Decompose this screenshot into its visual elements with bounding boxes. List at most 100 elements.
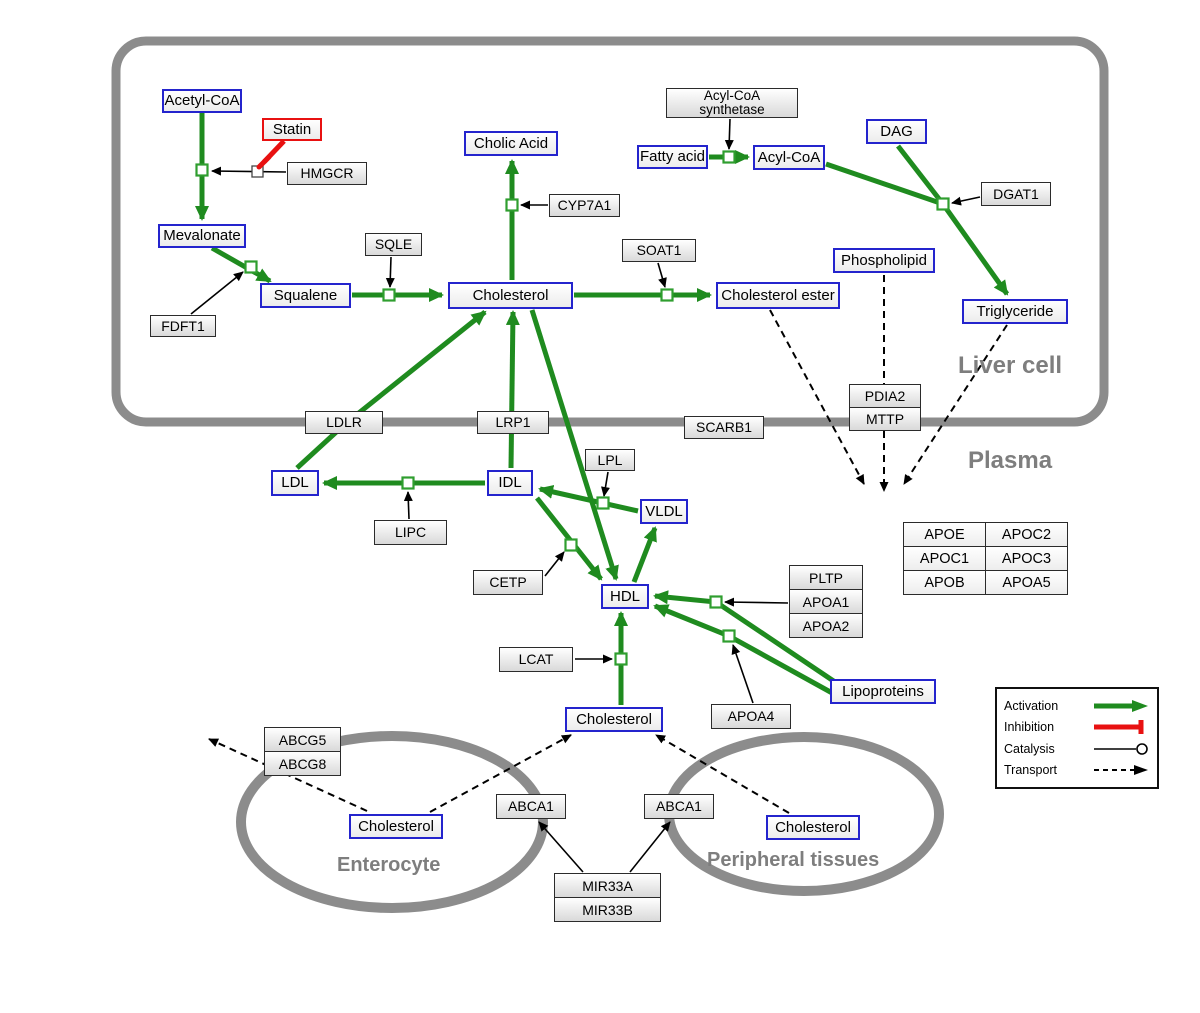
transport-cholesterolester-to-plasma: [769, 309, 865, 485]
acyl-coa-synthetase-line2: synthetase: [699, 102, 765, 117]
node-phospholipid[interactable]: Phospholipid: [833, 248, 935, 273]
node-mttp[interactable]: MTTP: [849, 407, 921, 431]
node-vldl[interactable]: VLDL: [640, 499, 688, 524]
reaction-node-cetp: [564, 538, 578, 552]
edge-acylcoa-to-dgat1-node: [825, 161, 944, 207]
node-apoe[interactable]: APOE: [903, 522, 986, 547]
inhibition-tbar-icon: [1094, 720, 1144, 735]
node-fdft1[interactable]: FDFT1: [150, 315, 216, 337]
legend-row-transport: Transport: [1004, 762, 1150, 778]
node-lcat[interactable]: LCAT: [499, 647, 573, 672]
reaction-node-dgat1: [936, 197, 950, 211]
plasma-label: Plasma: [968, 447, 1053, 474]
node-abca1-enterocyte[interactable]: ABCA1: [496, 794, 566, 819]
node-apoa2[interactable]: APOA2: [789, 613, 863, 638]
catalysis-fdft1: [190, 271, 244, 315]
node-lipoproteins[interactable]: Lipoproteins: [830, 679, 936, 704]
catalysis-apoa4: [731, 644, 754, 704]
edge-idl-via-lrp1-to-cholesterol: [505, 310, 520, 469]
node-ldlr[interactable]: LDLR: [305, 411, 383, 434]
node-cholesterol-ester[interactable]: Cholesterol ester: [716, 282, 840, 309]
node-apoc3[interactable]: APOC3: [985, 546, 1068, 571]
node-pdia2[interactable]: PDIA2: [849, 384, 921, 408]
legend-activation-label: Activation: [1004, 698, 1059, 713]
node-lipc[interactable]: LIPC: [374, 520, 447, 545]
edge-cholesterol-to-hdl: [529, 309, 619, 581]
node-abcg8[interactable]: ABCG8: [264, 751, 341, 776]
catalysis-mir33-abca1-right: [629, 821, 671, 873]
edge-hdl-to-vldl: [631, 526, 658, 583]
node-triglyceride[interactable]: Triglyceride: [962, 299, 1068, 324]
node-lrp1[interactable]: LRP1: [477, 411, 549, 434]
node-pdia2-mttp-stack: PDIA2 MTTP: [849, 384, 921, 431]
node-apoa1[interactable]: APOA1: [789, 589, 863, 614]
node-pltp[interactable]: PLTP: [789, 565, 863, 590]
node-cholesterol-peripheral[interactable]: Cholesterol: [766, 815, 860, 840]
node-cholesterol-plasma[interactable]: Cholesterol: [565, 707, 663, 732]
node-apoa5[interactable]: APOA5: [985, 570, 1068, 595]
node-squalene[interactable]: Squalene: [260, 283, 351, 308]
legend: Activation Inhibition Catalysis Transpor…: [995, 687, 1159, 789]
node-acyl-coa[interactable]: Acyl-CoA: [753, 145, 825, 170]
reaction-node-lcat: [614, 652, 628, 666]
node-dag[interactable]: DAG: [866, 119, 927, 144]
reaction-node-fdft1: [244, 260, 258, 274]
transport-triglyceride-to-plasma: [903, 324, 1008, 485]
node-apoc2[interactable]: APOC2: [985, 522, 1068, 547]
catalysis-lipc: [403, 491, 413, 520]
node-dgat1[interactable]: DGAT1: [981, 182, 1051, 206]
catalysis-dgat1: [951, 196, 981, 206]
node-cyp7a1[interactable]: CYP7A1: [549, 194, 620, 217]
node-acyl-coa-synthetase[interactable]: Acyl-CoA synthetase: [666, 88, 798, 118]
node-lpl[interactable]: LPL: [585, 449, 635, 471]
catalysis-sqle: [385, 256, 395, 288]
node-fatty-acid[interactable]: Fatty acid: [637, 145, 708, 169]
node-soat1[interactable]: SOAT1: [622, 239, 696, 262]
reaction-node-lpl: [596, 496, 610, 510]
legend-row-catalysis: Catalysis: [1004, 741, 1150, 757]
reaction-node-cyp7a1: [505, 198, 519, 212]
legend-row-inhibition: Inhibition: [1004, 719, 1150, 735]
transport-peripheral-cholesterol-to-plasma: [655, 734, 790, 814]
node-hmgcr[interactable]: HMGCR: [287, 162, 367, 185]
node-statin[interactable]: Statin: [262, 118, 322, 141]
node-apob[interactable]: APOB: [903, 570, 986, 595]
transport-dashed-arrow-icon: [1094, 765, 1148, 776]
node-apoc1[interactable]: APOC1: [903, 546, 986, 571]
node-abca1-peripheral[interactable]: ABCA1: [644, 794, 714, 819]
node-sqle[interactable]: SQLE: [365, 233, 422, 256]
node-mir33a[interactable]: MIR33A: [554, 873, 661, 898]
catalysis-pltp-apoa1-apoa2: [724, 597, 789, 607]
reaction-node-apoa4: [722, 629, 736, 643]
node-scarb1[interactable]: SCARB1: [684, 416, 764, 439]
node-idl[interactable]: IDL: [487, 470, 533, 496]
node-cholesterol-enterocyte[interactable]: Cholesterol: [349, 814, 443, 839]
reaction-node-lipc: [401, 476, 415, 490]
reaction-node-pltp: [709, 595, 723, 609]
edge-ldl-via-ldlr-to-cholesterol: [295, 310, 487, 470]
activation-arrow-icon: [1094, 699, 1148, 712]
catalysis-hmgcr: [211, 166, 287, 176]
reaction-node-soat1: [660, 288, 674, 302]
legend-transport-label: Transport: [1004, 763, 1058, 778]
catalysis-lpl: [601, 471, 610, 497]
edge-vldl-to-idl-lpl: [538, 485, 639, 514]
acyl-coa-synthetase-line1: Acyl-CoA: [703, 87, 761, 103]
reaction-nodes: [195, 150, 950, 666]
node-cetp[interactable]: CETP: [473, 570, 543, 595]
node-cholesterol-liver[interactable]: Cholesterol: [448, 282, 573, 309]
apolipoprotein-table: APOE APOC2 APOC1 APOC3 APOB APOA5: [903, 522, 1068, 595]
node-hdl[interactable]: HDL: [601, 584, 649, 609]
node-abcg5[interactable]: ABCG5: [264, 727, 341, 752]
edge-mevalonate-to-squalene: [210, 245, 272, 284]
node-ldl[interactable]: LDL: [271, 470, 319, 496]
node-acetyl-coa[interactable]: Acetyl-CoA: [162, 89, 242, 113]
catalysis-acylcoa-synthetase: [724, 118, 734, 150]
peripheral-tissues-label: Peripheral tissues: [707, 849, 880, 871]
catalysis-soat1: [657, 262, 667, 288]
node-mir33b[interactable]: MIR33B: [554, 897, 661, 922]
node-mevalonate[interactable]: Mevalonate: [158, 224, 246, 248]
node-apoa4[interactable]: APOA4: [711, 704, 791, 729]
node-cholic-acid[interactable]: Cholic Acid: [464, 131, 558, 156]
legend-catalysis-label: Catalysis: [1004, 741, 1055, 756]
